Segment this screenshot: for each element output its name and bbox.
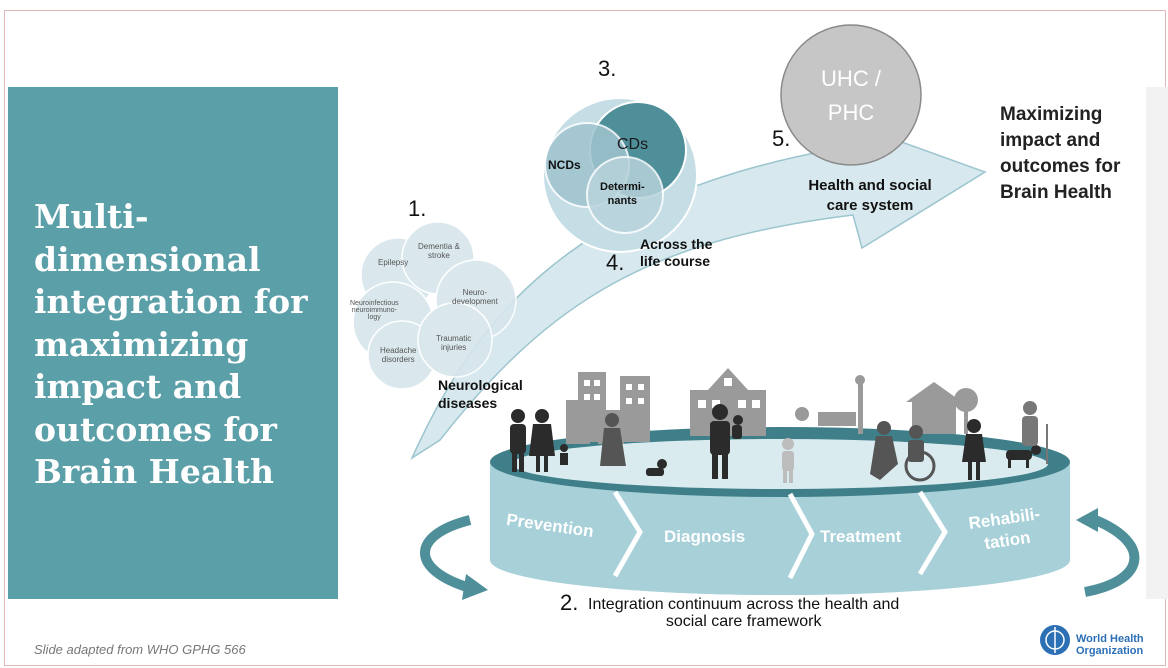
venn-label-determinants: Determi- nants <box>600 181 645 207</box>
slide-title: Multi- dimensional integration for maxim… <box>34 197 308 491</box>
buildings <box>566 368 978 444</box>
right-side-panel <box>1146 87 1168 599</box>
condition-neuroinfectious: Neuroinfectious neuroimmuno- logy <box>350 300 399 321</box>
condition-dementia: Dementia & stroke <box>418 242 460 260</box>
people <box>510 401 1048 483</box>
condition-neurodevelopment: Neuro- development <box>452 288 498 306</box>
continuum-caption: Integration continuum across the health … <box>588 596 900 630</box>
life-course-label: Across the life course <box>640 236 713 269</box>
goal-text: Maximizing impact and outcomes for Brain… <box>1000 104 1121 203</box>
step-5-number: 5. <box>772 126 791 151</box>
segment-diagnosis: Diagnosis <box>664 527 746 546</box>
step-2-number: 2. <box>560 590 579 615</box>
neurological-circles <box>352 221 517 390</box>
condition-epilepsy: Epilepsy <box>378 258 409 267</box>
cycle-arrows <box>420 508 1140 600</box>
condition-headache: Headache disorders <box>380 346 417 364</box>
who-emblem-icon <box>1040 625 1070 655</box>
step-4-number: 4. <box>606 250 625 275</box>
venn-label-cds: CDs <box>617 136 649 153</box>
step-1-number: 1. <box>408 196 427 221</box>
footer-source: Slide adapted from WHO GPHG 566 <box>34 642 246 657</box>
health-social-care-label: Health and social care system <box>808 177 932 214</box>
condition-traumatic: Traumatic injuries <box>436 334 472 352</box>
windows <box>584 378 760 408</box>
segment-treatment: Treatment <box>820 527 902 546</box>
title-panel <box>8 87 338 599</box>
venn-diagram <box>542 97 698 253</box>
venn-label-ncds: NCDs <box>548 158 581 172</box>
neurological-diseases-label: Neurological diseases <box>438 377 523 411</box>
who-logo-text: World Health Organization <box>1076 633 1144 657</box>
uhc-phc-label: UHC / PHC <box>821 66 881 125</box>
uhc-circle <box>780 24 922 166</box>
step-3-number: 3. <box>598 56 617 81</box>
